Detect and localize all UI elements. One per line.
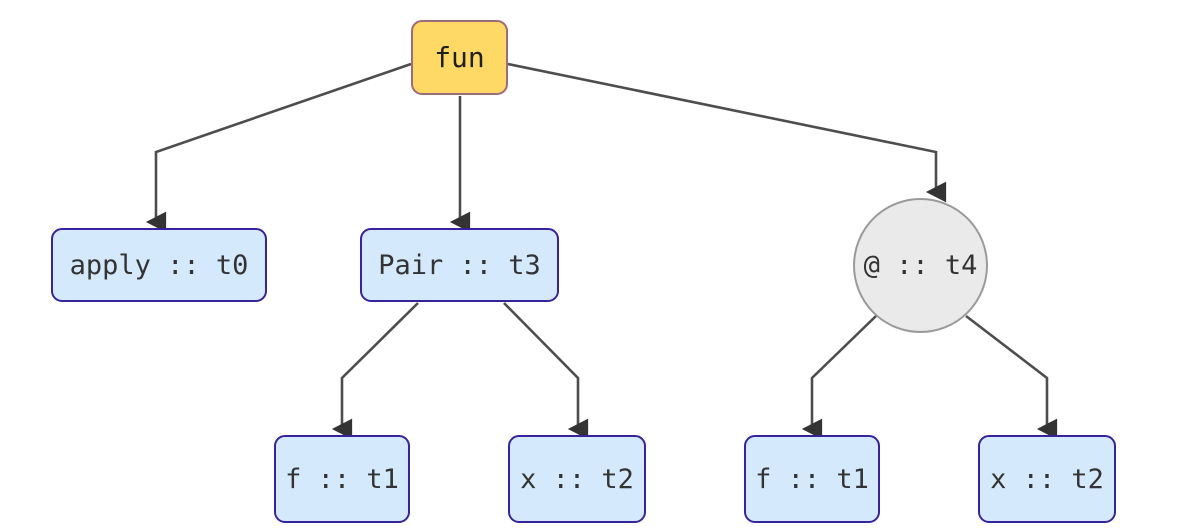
- node-pair[interactable]: Pair :: t3: [360, 228, 559, 302]
- node-at[interactable]: @ :: t4: [853, 198, 988, 333]
- edge-at-right: [965, 314, 1058, 440]
- node-pair-f-label: f :: t1: [285, 463, 399, 495]
- node-pair-x[interactable]: x :: t2: [508, 435, 646, 523]
- edge-at-left: [801, 315, 877, 440]
- node-root[interactable]: fun: [411, 20, 508, 95]
- node-at-f[interactable]: f :: t1: [744, 435, 880, 523]
- node-pair-f[interactable]: f :: t1: [274, 435, 410, 523]
- node-at-label: @ :: t4: [863, 250, 978, 281]
- node-apply-label: apply :: t0: [69, 249, 249, 281]
- edge-root-apply: [145, 62, 412, 233]
- node-pair-x-label: x :: t2: [520, 463, 634, 495]
- node-at-x[interactable]: x :: t2: [978, 435, 1116, 523]
- node-at-f-label: f :: t1: [755, 463, 869, 495]
- edge-root-at: [507, 62, 947, 203]
- edge-pair-left: [331, 302, 419, 440]
- node-apply[interactable]: apply :: t0: [51, 228, 267, 302]
- node-at-x-label: x :: t2: [990, 463, 1104, 495]
- edge-pair-right: [503, 302, 589, 440]
- node-pair-label: Pair :: t3: [378, 249, 541, 281]
- node-root-label: fun: [434, 40, 485, 74]
